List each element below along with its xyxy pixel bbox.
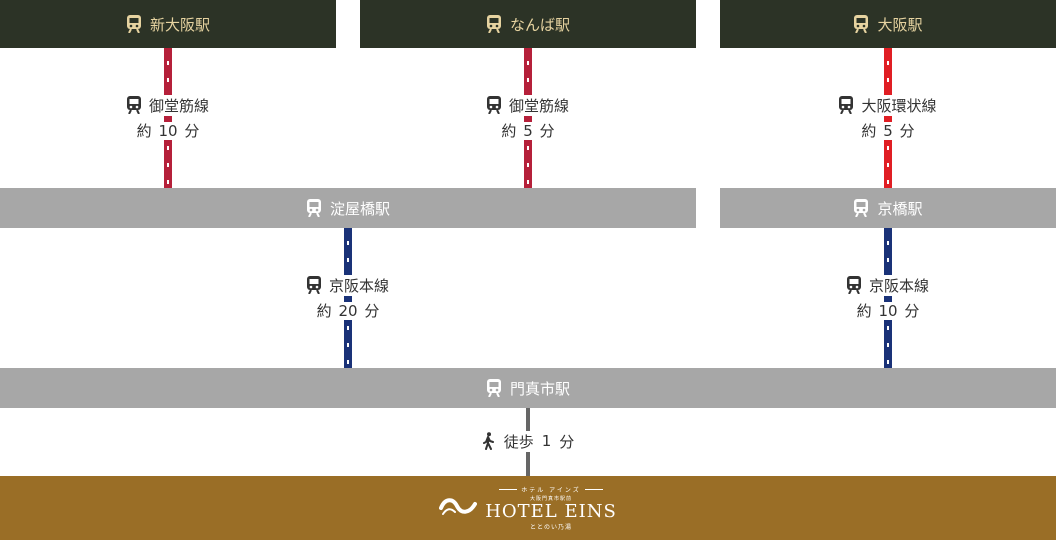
duration-prefix: 約 [860,122,878,140]
duration-minutes: 5 [522,122,534,140]
midosuji-line-segment-2 [524,48,532,188]
train-icon [486,15,502,33]
walking-person-icon [481,432,497,450]
walk-unit: 分 [558,430,576,452]
line-name: 京阪本線 [327,274,390,296]
hotel-sub: 大阪門真市駅前 [529,496,572,502]
duration-prefix: 約 [135,122,153,140]
walk-label: 徒歩 1 分 [448,430,608,452]
walk-minutes: 1 [540,432,553,450]
train-icon [126,15,142,33]
train-icon [486,96,502,114]
keihan-line-segment-1 [344,228,352,368]
hotel-logo: ホテル アインズ 大阪門真市駅前 HOTEL EINS ととのい乃湯 [439,485,617,531]
station-name: 新大阪駅 [149,15,210,34]
wave-logo-icon [439,494,478,522]
train-icon [853,199,869,217]
train-icon [846,276,862,294]
origin-station-osaka: 大阪駅 [720,0,1056,48]
line-name: 京阪本線 [867,274,930,296]
train-icon [853,15,869,33]
duration-unit: 分 [363,302,381,320]
line-name: 大阪環状線 [860,94,938,116]
line-name: 御堂筋線 [507,94,570,116]
duration-prefix: 約 [500,122,518,140]
segment-label: 大阪環状線 約 5 分 [808,94,968,142]
segment-label: 御堂筋線 約 10 分 [88,94,248,142]
station-name: 淀屋橋駅 [329,199,390,218]
final-station-kadomashi: 門真市駅 [0,368,1056,408]
transfer-station-yodoyabashi: 淀屋橋駅 [0,188,696,228]
midosuji-line-segment-1 [164,48,172,188]
station-name: なんば駅 [509,15,570,34]
train-icon [838,96,854,114]
train-icon [306,199,322,217]
duration-prefix: 約 [315,302,333,320]
segment-label: 京阪本線 約 10 分 [808,274,968,322]
duration-minutes: 5 [882,122,894,140]
duration-unit: 分 [898,122,916,140]
duration-prefix: 約 [855,302,873,320]
loop-line-segment [884,48,892,188]
duration-unit: 分 [903,302,921,320]
duration-unit: 分 [183,122,201,140]
station-name: 京橋駅 [877,199,923,218]
segment-label: 御堂筋線 約 5 分 [448,94,608,142]
train-icon [486,379,502,397]
walk-text: 徒歩 [502,430,535,452]
duration-minutes: 10 [157,122,179,140]
transfer-station-kyobashi: 京橋駅 [720,188,1056,228]
train-icon [306,276,322,294]
origin-station-shin-osaka: 新大阪駅 [0,0,336,48]
duration-unit: 分 [538,122,556,140]
keihan-line-segment-2 [884,228,892,368]
hotel-kana: ホテル アインズ [521,487,581,494]
hotel-foot: ととのい乃湯 [530,524,572,531]
station-name: 大阪駅 [877,15,923,34]
origin-station-namba: なんば駅 [360,0,696,48]
hotel-footer: ホテル アインズ 大阪門真市駅前 HOTEL EINS ととのい乃湯 [0,476,1056,540]
station-name: 門真市駅 [509,379,570,398]
hotel-name: HOTEL EINS [485,501,617,522]
train-icon [126,96,142,114]
line-name: 御堂筋線 [147,94,210,116]
segment-label: 京阪本線 約 20 分 [268,274,428,322]
duration-minutes: 10 [877,302,899,320]
duration-minutes: 20 [337,302,359,320]
